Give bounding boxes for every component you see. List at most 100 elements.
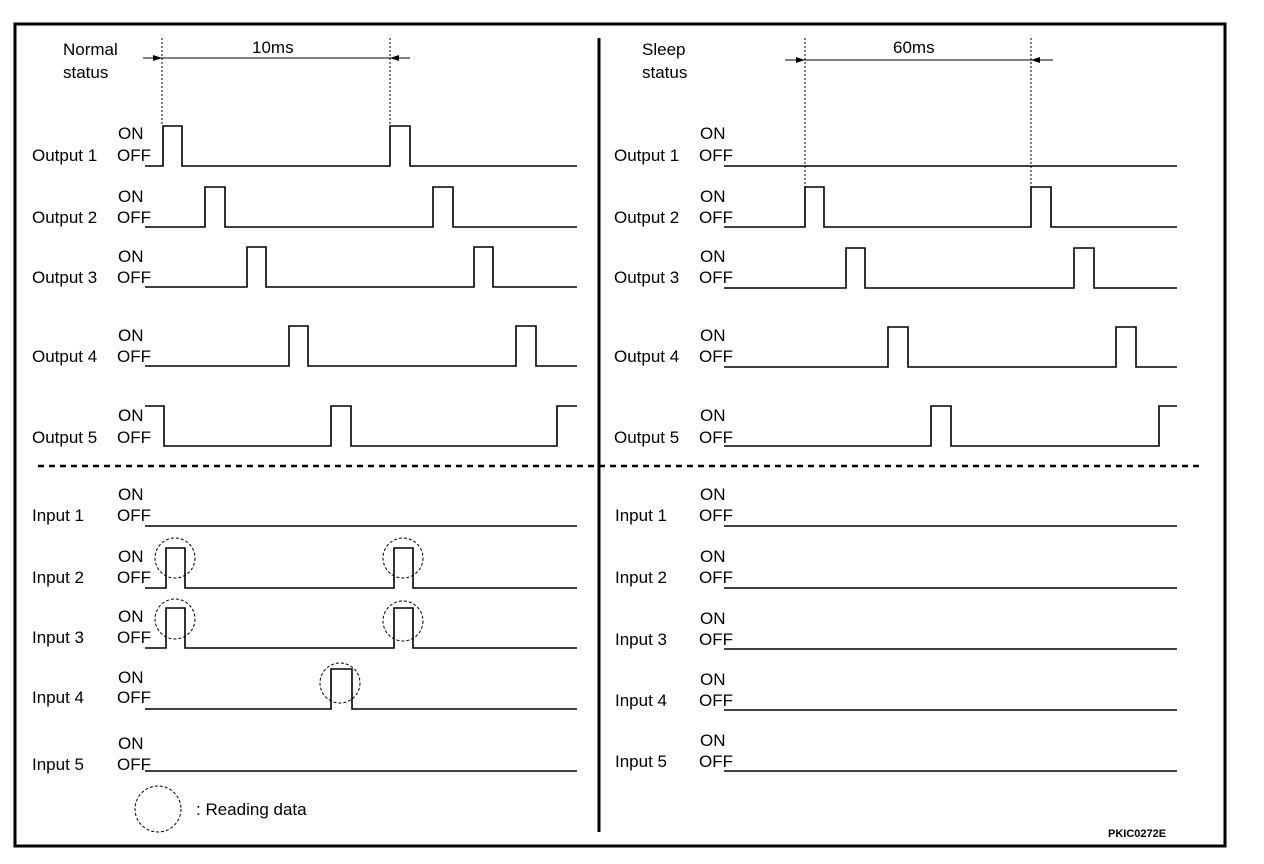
off-label: OFF [117, 568, 151, 587]
output-2-label: Output 2 [614, 208, 679, 227]
diagram-border [13, 22, 1227, 848]
left-input-5-row: ON Input 5 OFF [32, 734, 577, 774]
output-3-waveform [145, 246, 577, 288]
sleep-period-dimension [785, 38, 1053, 188]
left-output-5-row: ON Output 5 OFF [32, 405, 577, 447]
output-1-waveform [145, 125, 577, 167]
input-5-label: Input 5 [32, 755, 84, 774]
left-input-2-row: ON Input 2 OFF [32, 537, 577, 589]
on-label: ON [700, 326, 726, 345]
output-4-waveform [724, 326, 1177, 368]
on-label: ON [118, 547, 144, 566]
right-input-3-row: ON Input 3 OFF [615, 609, 1177, 650]
input-3-label: Input 3 [615, 630, 667, 649]
off-label: OFF [699, 146, 733, 165]
off-label: OFF [117, 347, 151, 366]
sleep-period-label: 60ms [893, 38, 935, 57]
on-label: ON [118, 734, 144, 753]
input-4-waveform [145, 668, 577, 710]
off-label: OFF [117, 208, 151, 227]
input-2-label: Input 2 [32, 568, 84, 587]
reading-data-marker [154, 537, 196, 579]
off-label: OFF [699, 568, 733, 587]
output-5-label: Output 5 [614, 428, 679, 447]
legend-label: : Reading data [196, 800, 307, 819]
on-label: ON [700, 187, 726, 206]
off-label: OFF [699, 347, 733, 366]
reading-data-marker [319, 662, 361, 704]
right-input-1-row: ON Input 1 OFF [615, 485, 1177, 527]
off-label: OFF [699, 268, 733, 287]
output-3-label: Output 3 [32, 268, 97, 287]
off-label: OFF [117, 755, 151, 774]
right-input-5-row: ON Input 5 OFF [615, 731, 1177, 772]
input-1-label: Input 1 [615, 506, 667, 525]
off-label: OFF [117, 146, 151, 165]
output-4-label: Output 4 [614, 347, 679, 366]
output-2-waveform [145, 186, 577, 228]
on-label: ON [700, 731, 726, 750]
normal-status-label-line1: Normal [63, 40, 118, 59]
on-label: ON [700, 670, 726, 689]
on-label: ON [118, 124, 144, 143]
off-label: OFF [117, 628, 151, 647]
left-input-1-row: ON Input 1 OFF [32, 485, 577, 527]
left-input-4-row: ON Input 4 OFF [32, 662, 577, 710]
output-2-waveform [724, 186, 1177, 228]
arrow-head-left [153, 55, 162, 61]
input-2-waveform [145, 547, 577, 589]
right-output-2-row: ON Output 2 OFF [614, 186, 1177, 228]
normal-period-dimension [143, 38, 410, 126]
input-2-label: Input 2 [615, 568, 667, 587]
arrow-head-right [390, 55, 399, 61]
left-output-3-row: ON Output 3 OFF [32, 246, 577, 288]
normal-status-label-line2: status [63, 63, 108, 82]
output-5-waveform [145, 405, 577, 447]
output-1-label: Output 1 [32, 146, 97, 165]
on-label: ON [700, 247, 726, 266]
arrow-head-right [1031, 57, 1040, 63]
output-2-label: Output 2 [32, 208, 97, 227]
output-1-label: Output 1 [614, 146, 679, 165]
on-label: ON [118, 607, 144, 626]
right-input-2-row: ON Input 2 OFF [615, 547, 1177, 589]
on-label: ON [118, 187, 144, 206]
input-1-label: Input 1 [32, 506, 84, 525]
on-label: ON [118, 247, 144, 266]
off-label: OFF [117, 506, 151, 525]
on-label: ON [118, 326, 144, 345]
off-label: OFF [699, 428, 733, 447]
left-input-3-row: ON Input 3 OFF [32, 598, 577, 649]
reading-data-marker [382, 537, 424, 579]
output-5-waveform [724, 405, 1177, 447]
left-output-4-row: ON Output 4 OFF [32, 325, 577, 367]
off-label: OFF [699, 208, 733, 227]
output-5-label: Output 5 [32, 428, 97, 447]
on-label: ON [700, 406, 726, 425]
right-input-4-row: ON Input 4 OFF [615, 670, 1177, 711]
on-label: ON [118, 406, 144, 425]
sleep-status-label-line2: status [642, 63, 687, 82]
on-label: ON [700, 485, 726, 504]
off-label: OFF [699, 691, 733, 710]
input-4-label: Input 4 [615, 691, 667, 710]
on-label: ON [118, 485, 144, 504]
figure-code: PKIC0272E [1108, 828, 1166, 840]
right-output-4-row: ON Output 4 OFF [614, 326, 1177, 368]
output-3-waveform [724, 247, 1177, 289]
left-output-1-row: ON Output 1 OFF [32, 124, 577, 167]
input-4-label: Input 4 [32, 688, 84, 707]
right-output-5-row: ON Output 5 OFF [614, 405, 1177, 447]
off-label: OFF [117, 268, 151, 287]
legend-circle-icon [134, 785, 182, 833]
off-label: OFF [699, 630, 733, 649]
off-label: OFF [117, 688, 151, 707]
right-output-3-row: ON Output 3 OFF [614, 247, 1177, 289]
normal-period-label: 10ms [252, 38, 294, 57]
on-label: ON [700, 609, 726, 628]
input-5-label: Input 5 [615, 752, 667, 771]
output-3-label: Output 3 [614, 268, 679, 287]
on-label: ON [700, 124, 726, 143]
on-label: ON [700, 547, 726, 566]
off-label: OFF [699, 752, 733, 771]
